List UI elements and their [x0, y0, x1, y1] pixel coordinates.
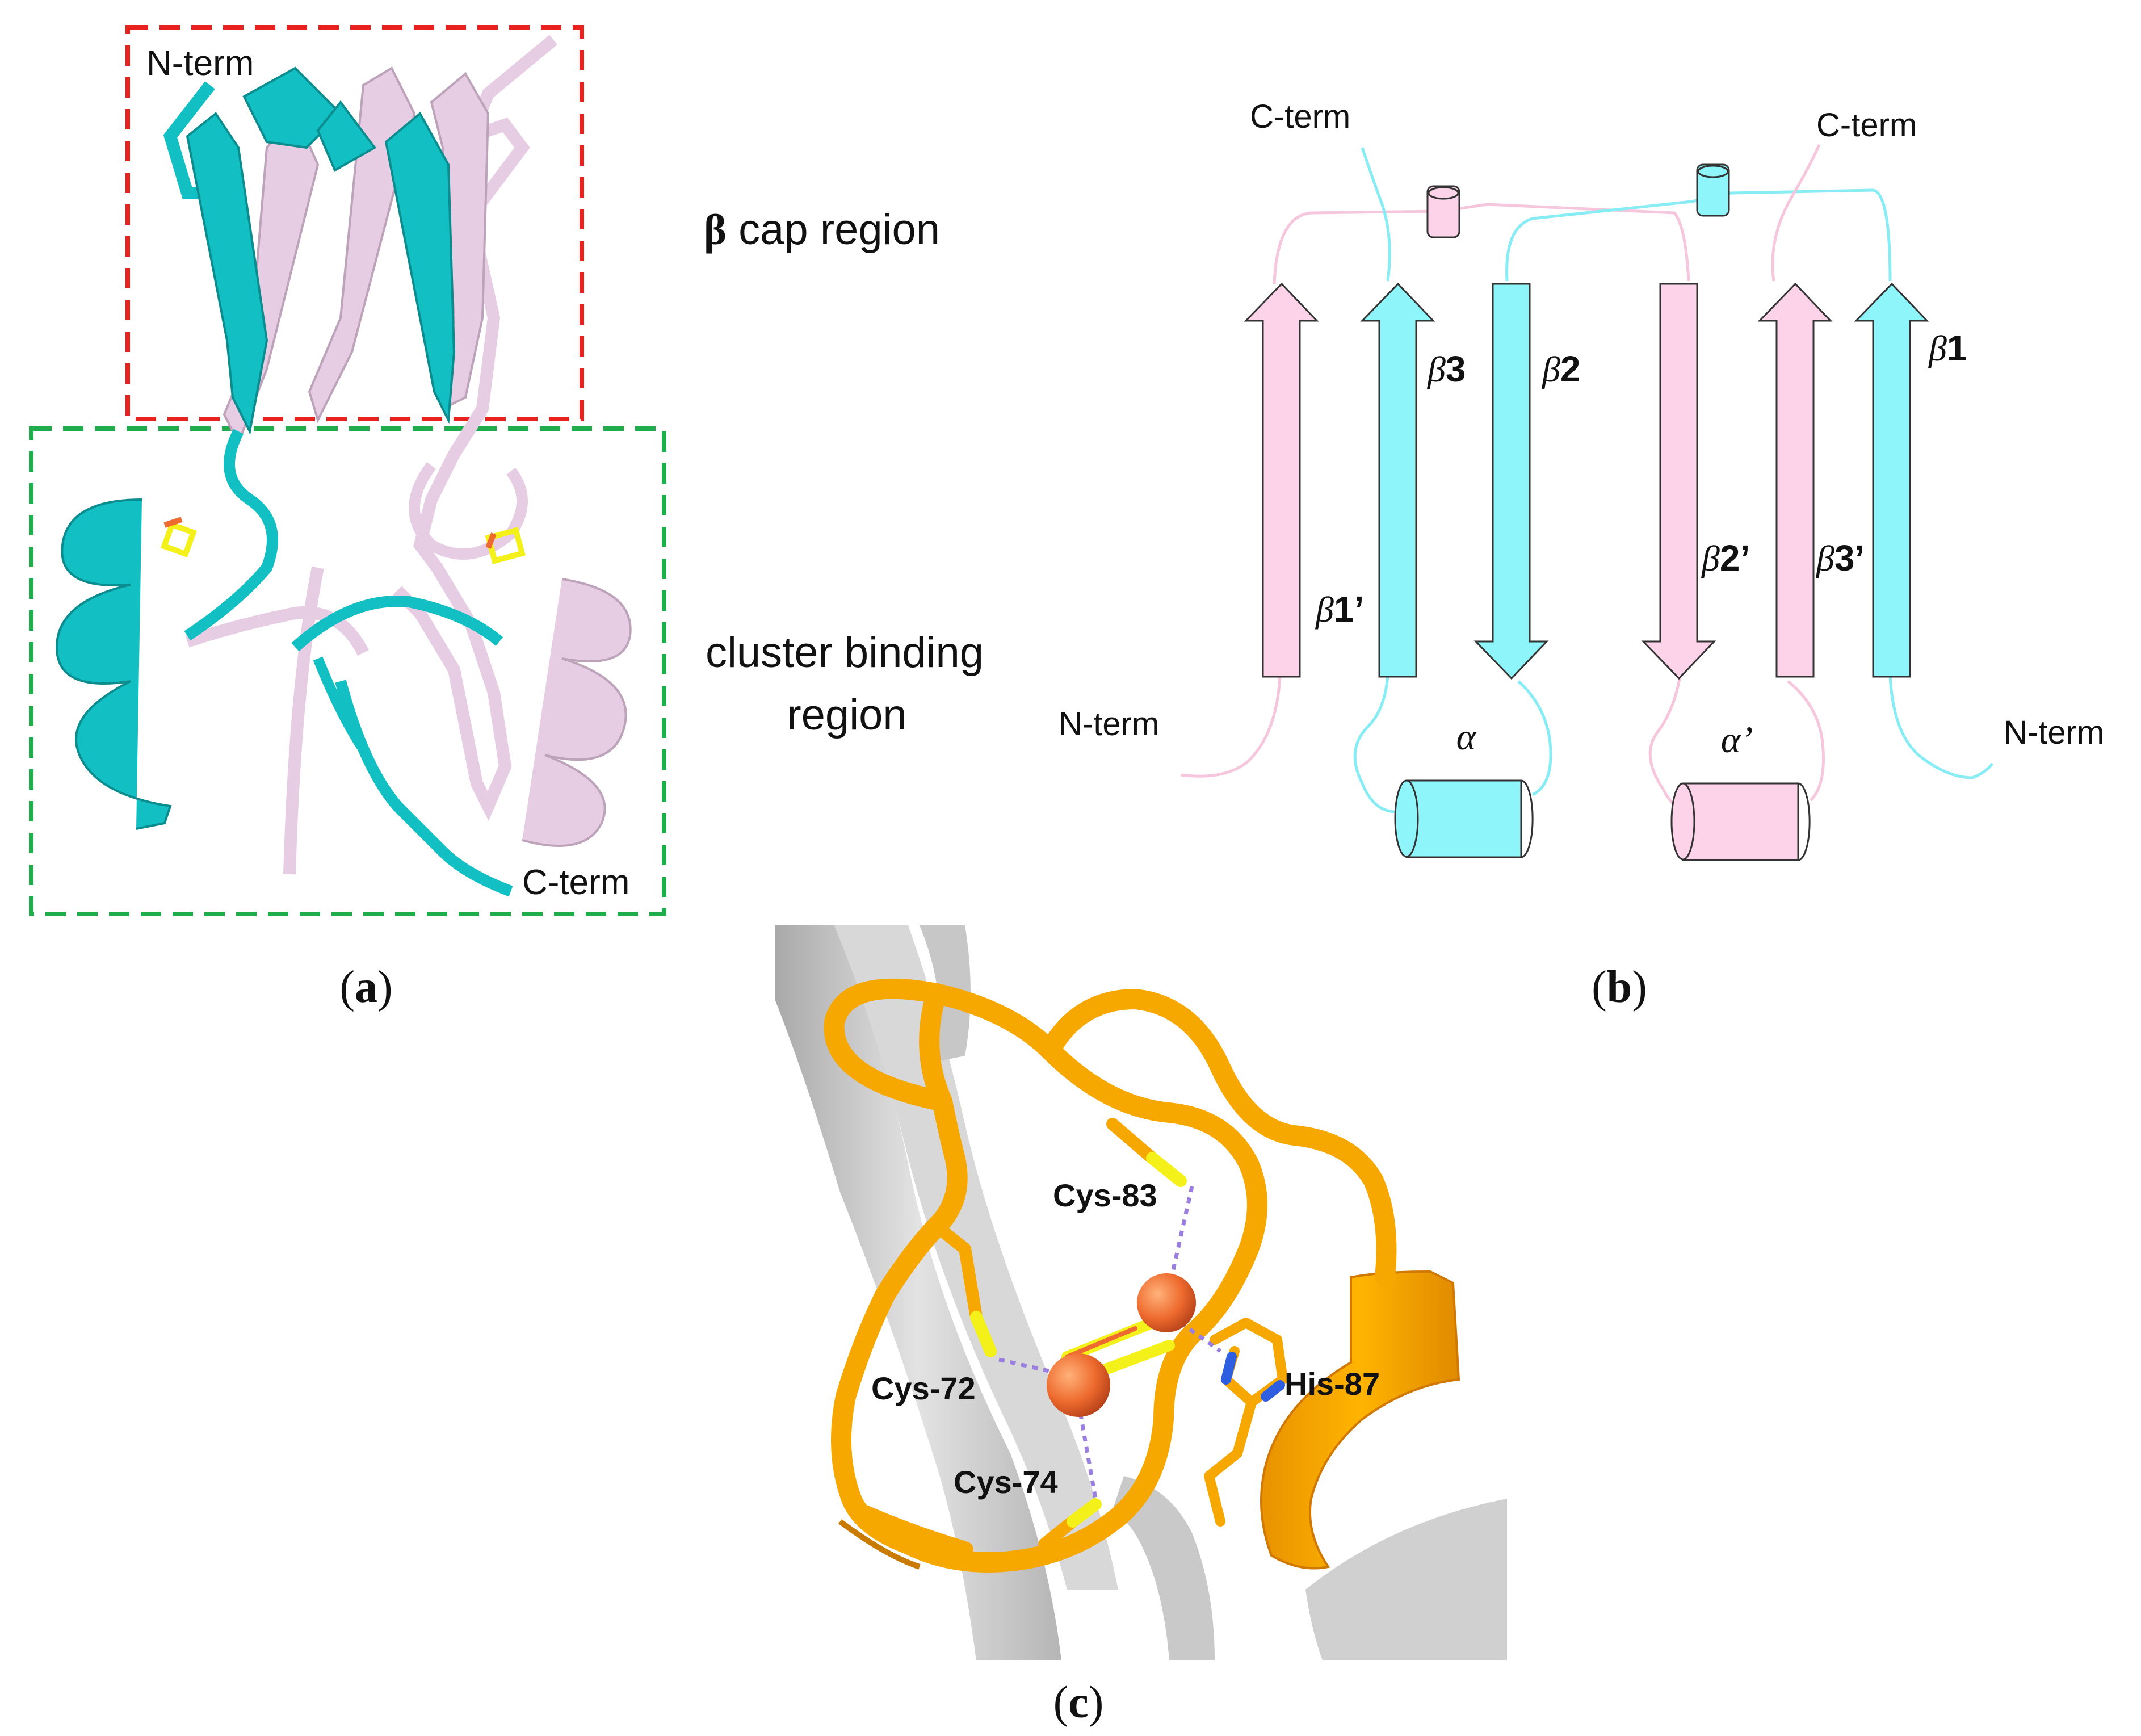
cys-83-label: Cys-83	[1053, 1177, 1157, 1213]
beta-cap-region-label: β cap region	[704, 206, 940, 254]
strand-b1-prime-label: β1’	[1315, 589, 1364, 630]
helix-alpha-prime	[1670, 782, 1811, 861]
his-87-side-chain	[1204, 1318, 1288, 1527]
alpha-prime-loop-out	[1787, 680, 1825, 802]
helix-alpha-label: α	[1456, 716, 1477, 758]
cluster-binding-label-line1: cluster binding	[706, 628, 984, 677]
strand-b3-prime-label: β3’	[1815, 538, 1865, 578]
strand-b1-label: β1	[1928, 328, 1967, 368]
panel-c: Cys-83 Cys-72 Cys-74 His-87 (c)	[775, 925, 1507, 1727]
c-term-right-label: C-term	[1816, 107, 1917, 144]
fe-s-cluster-left	[160, 517, 198, 558]
cys-74-side-chain	[1038, 1498, 1102, 1550]
grey-beta-sheet	[775, 925, 1507, 1660]
c-term-left-line	[1361, 147, 1391, 282]
pink-loop-top	[1273, 203, 1690, 284]
strand-b3	[1360, 282, 1435, 678]
orange-ribbon-helix	[1260, 1270, 1460, 1570]
cluster-binding-region-box	[29, 426, 666, 916]
helix-alpha-prime-label: α’	[1721, 719, 1753, 761]
n-term-right-label: N-term	[2004, 714, 2104, 751]
strand-b3-prime	[1757, 282, 1833, 678]
strand-b2-label: β2	[1541, 349, 1580, 389]
cys-74-label: Cys-74	[954, 1464, 1058, 1500]
n-term-right-line	[1888, 675, 1994, 779]
coordination-bonds	[998, 1186, 1222, 1499]
c-term-label-a: C-term	[522, 863, 629, 902]
panel-c-label: (c)	[1053, 1678, 1104, 1727]
cys-83-side-chain	[1106, 1118, 1187, 1187]
strand-b3-label: β3	[1426, 349, 1466, 389]
orange-loop-backbone	[824, 978, 1397, 1573]
beta-cap-region-box	[125, 25, 584, 421]
c-term-right-line	[1771, 144, 1821, 282]
iron-atom-2	[1047, 1353, 1110, 1417]
orange-loop-shade	[838, 1519, 921, 1570]
alpha-loop-out	[1517, 680, 1552, 796]
n-term-label-a: N-term	[146, 44, 254, 83]
n-term-left-line	[1180, 675, 1282, 778]
small-helix-cyan	[1696, 163, 1730, 217]
strand-b1	[1854, 282, 1929, 678]
panel-a-label: (a)	[339, 962, 392, 1012]
n-term-left-label: N-term	[1059, 706, 1159, 743]
panel-b-label: (b)	[1592, 962, 1647, 1012]
his-87-label: His-87	[1284, 1366, 1380, 1402]
panel-a: N-term C-term β cap region cluster bindi…	[29, 25, 984, 1012]
cys-72-side-chain	[930, 1220, 997, 1357]
chain-a-ribbon	[55, 66, 513, 897]
cluster-binding-label-line2: region	[787, 691, 906, 739]
helix-alpha	[1394, 779, 1534, 858]
iron-atom-1	[1137, 1273, 1196, 1332]
strand-b2-prime	[1641, 283, 1716, 680]
small-helix-pink	[1426, 185, 1460, 238]
strand-b2-prime-label: β2’	[1701, 538, 1750, 578]
strand-b2	[1473, 283, 1549, 680]
c-term-left-label: C-term	[1250, 98, 1350, 135]
beta-cap-symbol: β	[704, 206, 727, 254]
fe-s-cluster-right	[485, 527, 526, 564]
cyan-loop-top	[1505, 188, 1892, 282]
strand-b1-prime	[1244, 282, 1319, 678]
cys-72-label: Cys-72	[871, 1370, 976, 1406]
beta-cap-text: cap region	[727, 206, 940, 254]
panel-b: C-term C-term N-term N-term β3 β2 β1 β1’…	[1059, 98, 2104, 1012]
alpha-loop	[1353, 675, 1397, 814]
